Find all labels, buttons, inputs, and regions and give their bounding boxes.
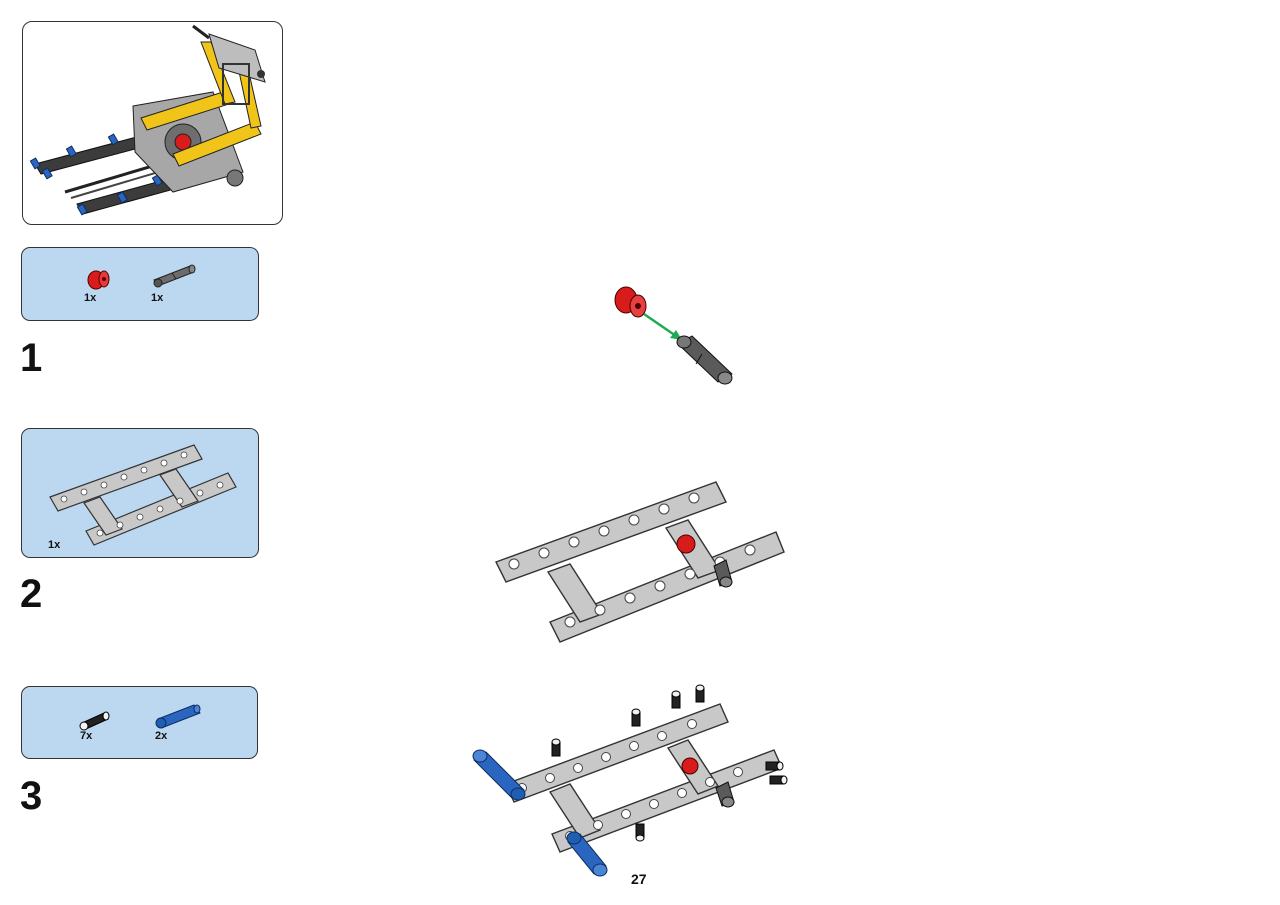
gray-axle-pin-icon — [713, 559, 733, 588]
gray-frame-icon — [49, 444, 237, 546]
red-bush-icon — [87, 270, 110, 290]
gray-axle-pin-icon — [153, 264, 196, 288]
black-friction-pin-icon — [79, 711, 110, 731]
blue-axle-pin-icon — [155, 704, 201, 729]
red-bush-icon — [614, 286, 647, 318]
red-bush-icon — [676, 534, 696, 554]
step-1-parts-callout: 1x 1x — [21, 247, 259, 321]
step-number: 2 — [20, 572, 43, 616]
blue-axle-pin-icon — [472, 749, 526, 801]
gray-axle-pin-icon — [715, 781, 735, 808]
step-1-assembly-illustration — [614, 286, 733, 385]
insert-arrow-icon — [643, 312, 682, 340]
step-number: 3 — [20, 774, 43, 818]
red-bush-icon — [681, 757, 699, 775]
overview-model-panel — [22, 21, 283, 225]
finished-model-illustration — [29, 24, 266, 216]
blue-axle-pin-icon — [566, 831, 608, 877]
step-3-assembly-illustration — [472, 684, 788, 877]
gray-axle-pin-icon — [676, 335, 733, 385]
part-qty: 7x — [80, 730, 93, 742]
part-qty: 1x — [48, 539, 61, 551]
part-qty: 2x — [155, 730, 168, 742]
black-friction-pin-icon — [551, 684, 788, 842]
part-qty: 1x — [84, 292, 97, 304]
step-number: 1 — [20, 336, 43, 380]
step-2-assembly-illustration — [495, 481, 785, 643]
part-qty: 1x — [151, 292, 164, 304]
step-3-parts-callout: 7x 2x — [21, 686, 258, 759]
step-2-parts-callout: 1x — [21, 428, 259, 558]
page-number: 27 — [631, 871, 647, 887]
